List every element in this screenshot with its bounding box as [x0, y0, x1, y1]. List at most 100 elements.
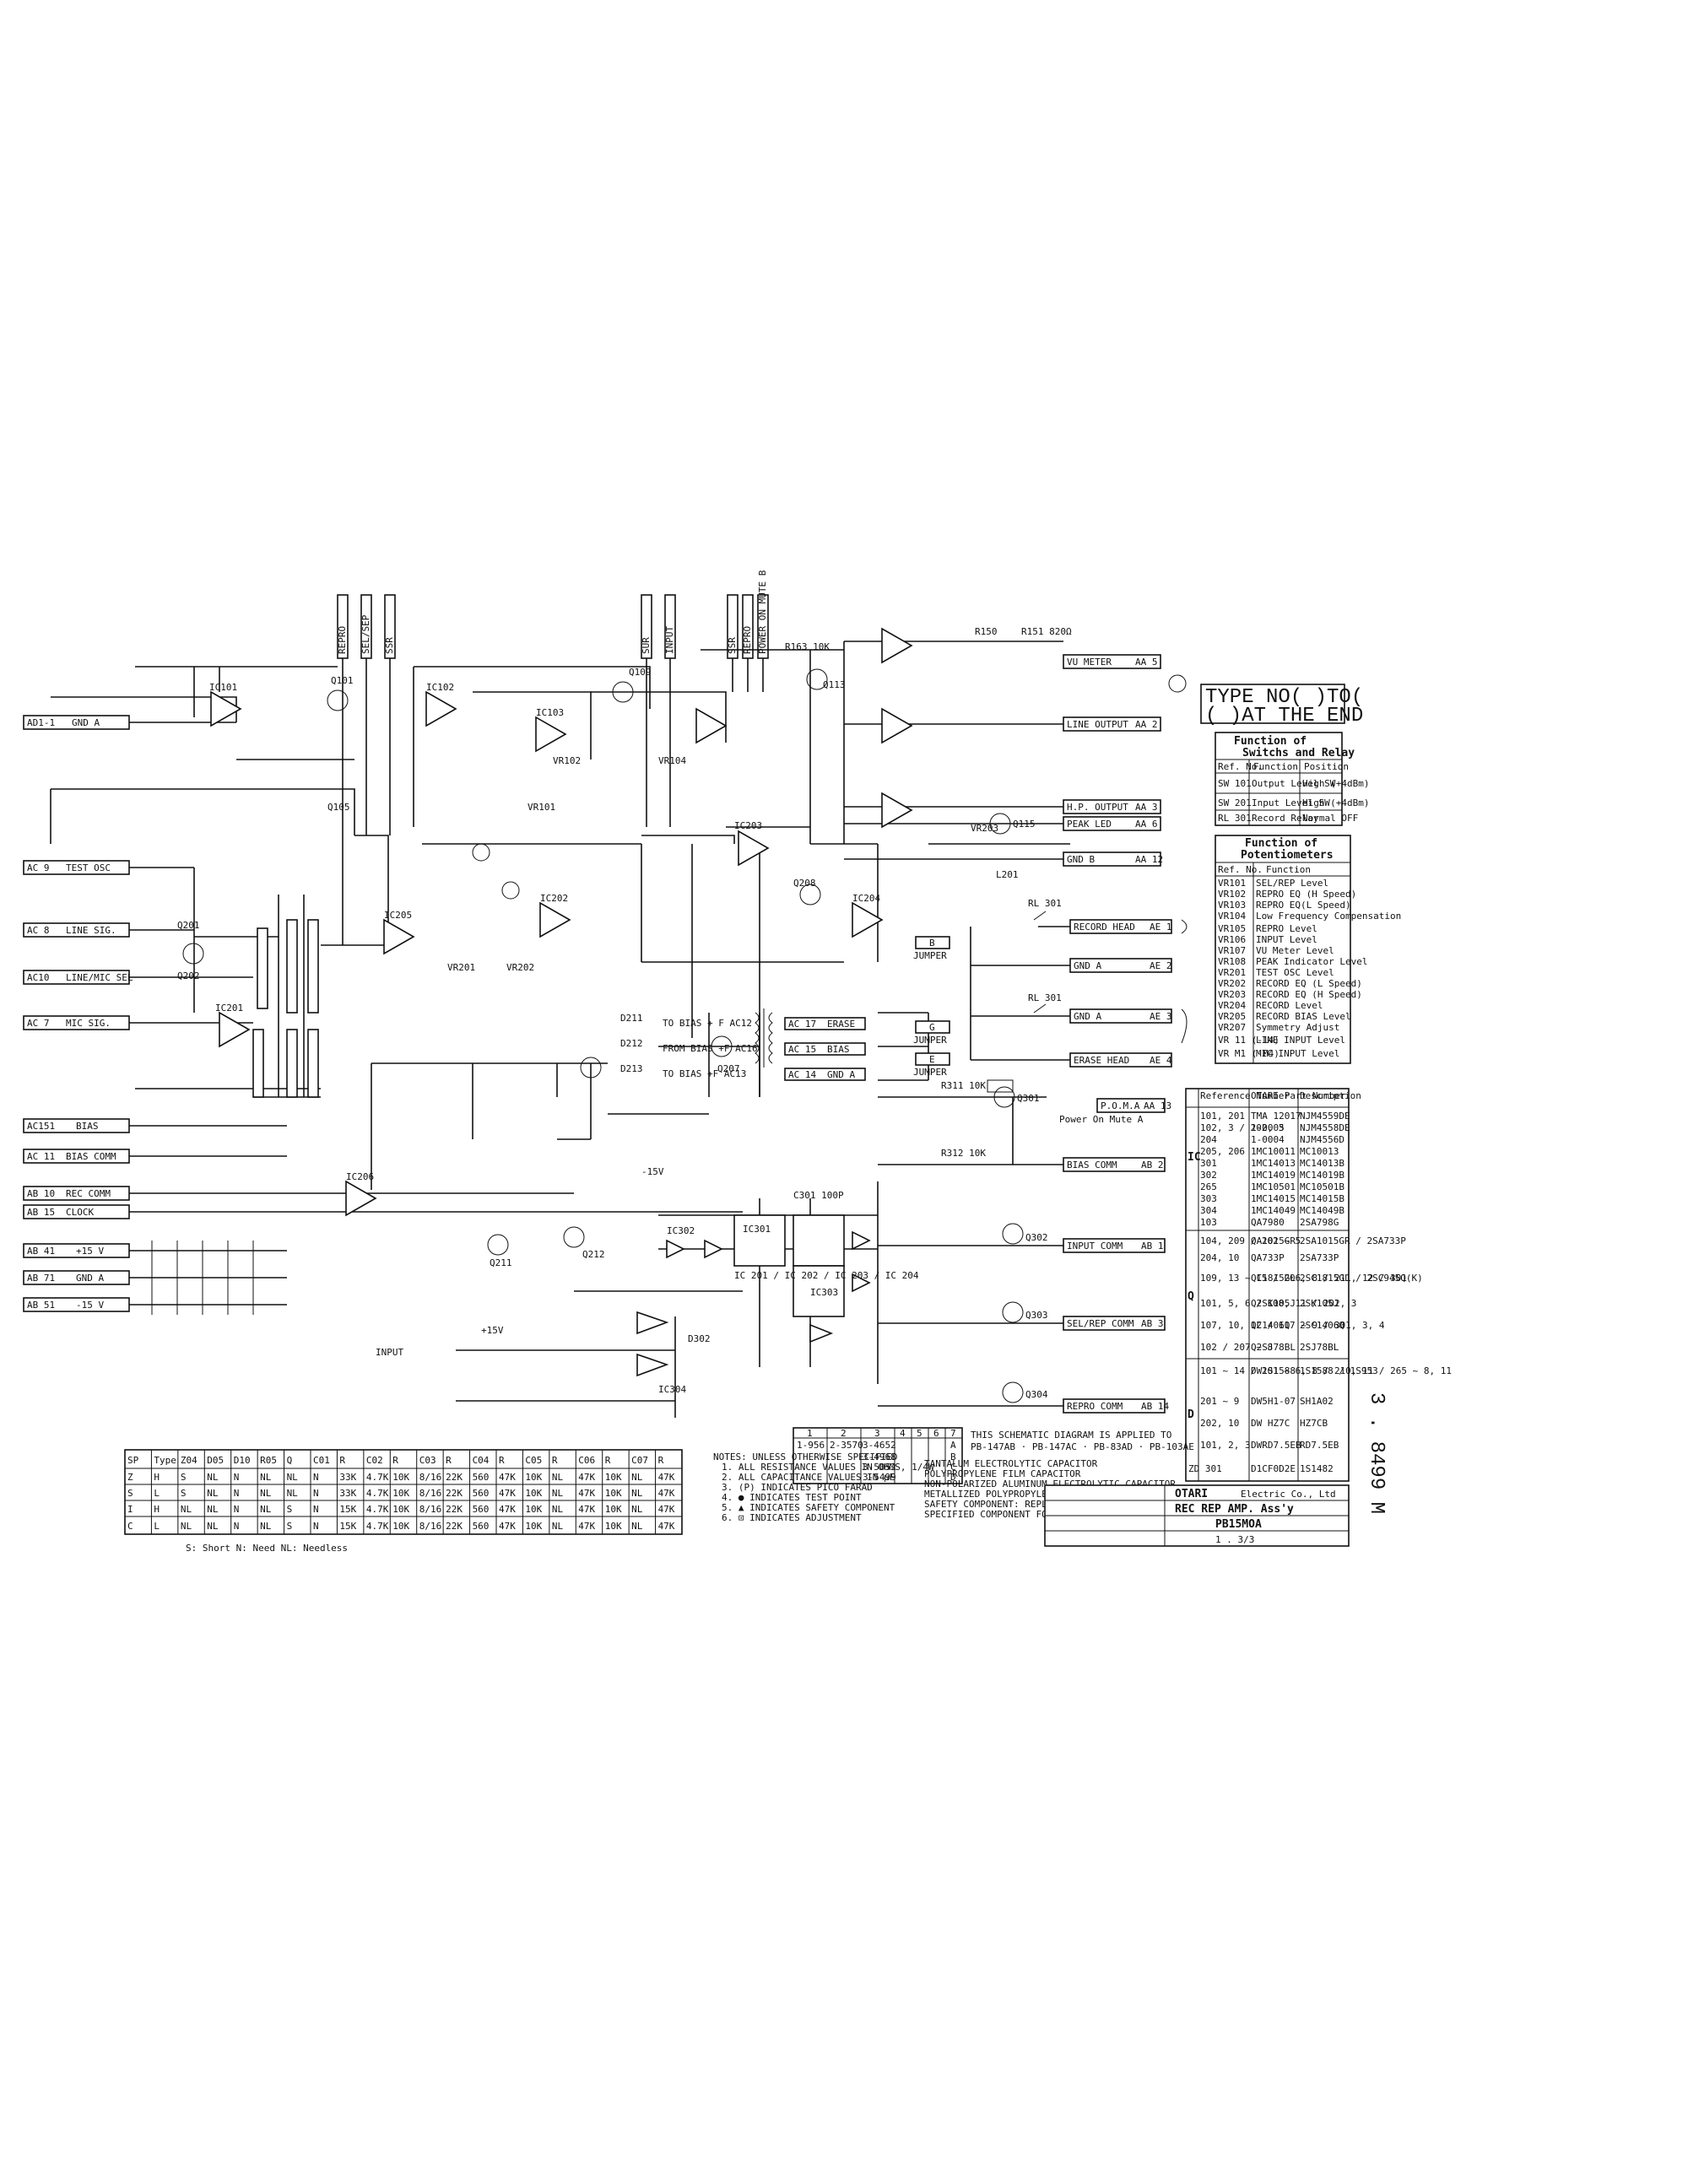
svg-text:TMA 12017: TMA 12017 — [1251, 1111, 1301, 1122]
svg-text:5. ▲ INDICATES SAFETY COMPONEN: 5. ▲ INDICATES SAFETY COMPONENT — [722, 1502, 895, 1513]
svg-text:AB 71: AB 71 — [27, 1273, 55, 1284]
svg-text:Q301: Q301 — [1017, 1093, 1040, 1104]
svg-text:AA 13: AA 13 — [1144, 1100, 1171, 1111]
svg-text:VR204: VR204 — [1218, 1000, 1246, 1011]
svg-text:S: Short N: Need NL: Needl: S: Short N: Need NL: Needless — [186, 1543, 348, 1554]
variant-cell: 10K — [392, 1472, 409, 1483]
variant-header: C06 — [578, 1455, 595, 1466]
svg-text:Q113: Q113 — [823, 679, 846, 690]
svg-text:3-5052: 3-5052 — [863, 1462, 896, 1473]
variant-cell: 47K — [578, 1488, 595, 1499]
variant-cell: 47K — [499, 1504, 516, 1515]
variant-cell: 10K — [605, 1521, 622, 1532]
svg-text:BIAS: BIAS — [76, 1121, 99, 1132]
svg-text:High (+4dBm): High (+4dBm) — [1302, 778, 1369, 789]
svg-text:VU Meter Level: VU Meter Level — [1256, 945, 1334, 956]
svg-text:IC203: IC203 — [734, 820, 762, 831]
svg-text:Power On Mute A: Power On Mute A — [1059, 1114, 1144, 1125]
svg-text:AB 14: AB 14 — [1141, 1401, 1169, 1412]
variant-cell: 8/16 — [419, 1472, 442, 1483]
svg-text:Q109: Q109 — [629, 667, 652, 678]
variant-cell: S — [181, 1472, 187, 1483]
svg-text:2SA798G: 2SA798G — [1300, 1217, 1339, 1228]
variant-cell: NL — [287, 1472, 299, 1483]
svg-text:Q202: Q202 — [177, 970, 200, 981]
svg-text:D1CF0D2E: D1CF0D2E — [1251, 1463, 1296, 1474]
svg-text:Q201: Q201 — [177, 920, 200, 931]
variant-cell: N — [313, 1504, 319, 1515]
svg-text:2SA1015GR / 2SA733P: 2SA1015GR / 2SA733P — [1300, 1235, 1406, 1246]
svg-text:GND B: GND B — [1067, 854, 1095, 865]
svg-text:Normal OFF: Normal OFF — [1302, 813, 1358, 824]
variant-header: Type — [154, 1455, 176, 1466]
svg-text:304: 304 — [1200, 1205, 1217, 1216]
svg-text:265: 265 — [1200, 1181, 1217, 1192]
variant-cell: 10K — [525, 1472, 542, 1483]
svg-text:VR207: VR207 — [1218, 1022, 1246, 1033]
variant-cell: NL — [631, 1472, 643, 1483]
top-connectors: REPRO SEL/SEP SSR SUR INPUT SSR REPRO PO… — [337, 570, 769, 945]
svg-text:QA7980: QA7980 — [1251, 1217, 1285, 1228]
svg-text:RL 301: RL 301 — [1028, 898, 1062, 909]
left-connectors: AD1-1 GND A AC 9 TEST OSC AC 8 LINE SIG.… — [23, 715, 743, 1315]
svg-text:2: 2 — [841, 1428, 847, 1439]
variant-header: R — [552, 1455, 558, 1466]
variant-cell: S — [287, 1504, 293, 1515]
variant-cell: C — [127, 1521, 133, 1532]
variant-cell: N — [234, 1488, 240, 1499]
svg-text:LINE SIG.: LINE SIG. — [66, 925, 116, 936]
svg-text:301: 301 — [1200, 1158, 1217, 1169]
svg-text:101, 2, 3: 101, 2, 3 — [1200, 1440, 1251, 1451]
svg-text:PB15MOA: PB15MOA — [1215, 1518, 1262, 1531]
svg-text:DW1S1588: DW1S1588 — [1251, 1365, 1296, 1376]
svg-text:TYPE NO( )TO(: TYPE NO( )TO( — [1205, 686, 1363, 709]
variant-cell: 47K — [499, 1521, 516, 1532]
svg-text:VR201: VR201 — [1218, 967, 1246, 978]
svg-text:SSR: SSR — [727, 637, 738, 654]
svg-text:Q2SJ78BL: Q2SJ78BL — [1251, 1342, 1296, 1353]
svg-text:D: D — [950, 1472, 956, 1483]
svg-text:VR105: VR105 — [1218, 923, 1246, 934]
svg-text:Position: Position — [1304, 761, 1349, 772]
variant-cell: S — [181, 1488, 187, 1499]
svg-text:Q303: Q303 — [1025, 1310, 1048, 1321]
svg-text:JUMPER: JUMPER — [913, 1067, 947, 1078]
svg-text:SEL/REP Level: SEL/REP Level — [1256, 878, 1328, 889]
variant-cell: I — [127, 1504, 133, 1515]
svg-text:Reference Number: Reference Number — [1200, 1090, 1290, 1101]
svg-text:REPRO COMM: REPRO COMM — [1067, 1401, 1123, 1412]
variant-cell: 10K — [605, 1488, 622, 1499]
svg-text:Input Level SW: Input Level SW — [1252, 797, 1330, 808]
svg-text:REPRO EQ(L Speed): REPRO EQ(L Speed) — [1256, 900, 1351, 911]
svg-text:AB 10: AB 10 — [27, 1188, 55, 1199]
variant-cell: 15K — [339, 1521, 356, 1532]
svg-text:PB-147AB · PB-147AC · PB-83AD: PB-147AB · PB-147AC · PB-83AD · PB-103AE — [971, 1441, 1194, 1452]
svg-text:VU METER: VU METER — [1067, 657, 1112, 668]
variant-cell: NL — [181, 1504, 192, 1515]
svg-text:SEL/SEP: SEL/SEP — [360, 614, 371, 654]
variant-cell: 560 — [473, 1504, 490, 1515]
variant-cell: 8/16 — [419, 1488, 442, 1499]
svg-text:Output Level SW: Output Level SW — [1252, 778, 1336, 789]
svg-text:C: C — [950, 1462, 956, 1473]
svg-text:SSR: SSR — [384, 637, 395, 654]
svg-text:VR102: VR102 — [553, 755, 581, 766]
svg-text:AA 2: AA 2 — [1135, 719, 1158, 730]
svg-text:AC 15: AC 15 — [788, 1044, 816, 1055]
variant-header: D05 — [207, 1455, 224, 1466]
variant-cell: NL — [260, 1488, 272, 1499]
svg-text:AA 3: AA 3 — [1135, 802, 1158, 813]
svg-text:3-4968: 3-4968 — [863, 1451, 896, 1462]
svg-text:VR202: VR202 — [1218, 978, 1246, 989]
svg-text:102 / 207 ~ 8: 102 / 207 ~ 8 — [1200, 1342, 1273, 1353]
svg-text:POWER ON MUTE B: POWER ON MUTE B — [757, 570, 768, 654]
svg-text:TANTALUM ELECTROLYTIC CAPACITO: TANTALUM ELECTROLYTIC CAPACITOR — [924, 1458, 1098, 1469]
jumper-g: G JUMPER — [913, 1020, 950, 1046]
out-selrepcomm: SEL/REP COMM AB 3 — [1063, 1316, 1166, 1331]
variant-cell: 10K — [605, 1504, 622, 1515]
variant-header: R — [339, 1455, 345, 1466]
svg-text:IC302: IC302 — [667, 1225, 695, 1236]
svg-text:1 . 3/3: 1 . 3/3 — [1215, 1534, 1254, 1545]
svg-text:P.O.M.A: P.O.M.A — [1101, 1100, 1140, 1111]
svg-text:RECORD EQ (L Speed): RECORD EQ (L Speed) — [1256, 978, 1362, 989]
